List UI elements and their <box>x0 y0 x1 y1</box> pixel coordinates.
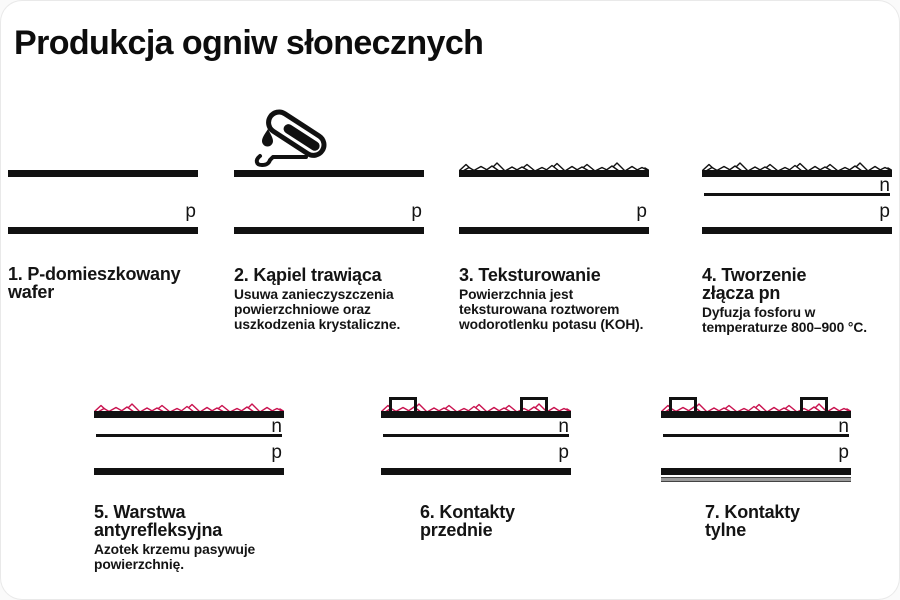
step-4-diagram: n p <box>702 170 892 242</box>
front-contact-icon <box>389 397 417 412</box>
step-3-diagram: p <box>459 170 649 242</box>
layer-label-p: p <box>558 442 569 463</box>
layer-label-p: p <box>185 201 196 222</box>
layer-label-n: n <box>271 416 282 437</box>
wafer-top-bar <box>94 411 284 418</box>
layer-label-p: p <box>271 442 282 463</box>
step-5-heading: 5. Warstwa antyrefleksyjna <box>94 502 223 540</box>
step-2-description: Usuwa zanieczyszczenia powierzchniowe or… <box>234 287 401 332</box>
wafer-bottom-bar <box>661 468 851 475</box>
pn-junction-line <box>704 193 890 196</box>
step-4-heading: 4. Tworzenie złącza pn <box>702 265 807 303</box>
pn-junction-line <box>383 434 569 437</box>
step-7-heading: 7. Kontakty tylne <box>705 502 800 540</box>
step-7-caption: 7. Kontakty tylne <box>705 503 830 542</box>
step-4-caption: 4. Tworzenie złącza pn Dyfuzja fosforu w… <box>702 266 897 335</box>
step-2-caption: 2. Kąpiel trawiąca Usuwa zanieczyszczeni… <box>234 266 429 332</box>
wafer-bottom-bar <box>94 468 284 475</box>
wafer-bottom-bar <box>459 227 649 234</box>
wafer-bottom-bar <box>381 468 571 475</box>
layer-label-p: p <box>411 201 422 222</box>
step-2-heading: 2. Kąpiel trawiąca <box>234 265 382 285</box>
layer-label-p: p <box>838 442 849 463</box>
wafer-bottom-bar <box>8 227 198 234</box>
front-contact-icon <box>669 397 697 412</box>
step-5-diagram: n p <box>94 411 284 483</box>
wafer-top-bar <box>459 170 649 177</box>
pn-junction-line <box>96 434 282 437</box>
wafer-bottom-bar <box>702 227 892 234</box>
step-2-diagram: p <box>234 109 424 242</box>
test-tube-icon <box>254 109 327 167</box>
wafer-top-bar <box>661 411 851 418</box>
step-6-diagram: n p <box>381 397 571 483</box>
step-3-description: Powierzchnia jest teksturowana roztworem… <box>459 287 644 332</box>
step-7-diagram: n p <box>661 397 851 483</box>
layer-label-n: n <box>838 416 849 437</box>
wafer-top-bar <box>381 411 571 418</box>
step-1-diagram: p <box>8 170 198 242</box>
step-6-heading: 6. Kontakty przednie <box>420 502 515 540</box>
step-5-description: Azotek krzemu pasywuje powierzchnię. <box>94 542 256 572</box>
front-contact-icon <box>520 397 548 412</box>
back-contact-layer <box>661 477 851 482</box>
wafer-top-bar <box>8 170 198 177</box>
step-6-caption: 6. Kontakty przednie <box>420 503 545 542</box>
wafer-bottom-bar <box>234 227 424 234</box>
layer-label-n: n <box>558 416 569 437</box>
pn-junction-line <box>663 434 849 437</box>
layer-label-n: n <box>879 175 890 196</box>
step-4-description: Dyfuzja fosforu w temperaturze 800–900 °… <box>702 305 867 335</box>
layer-label-p: p <box>636 201 647 222</box>
page-title: Produkcja ogniw słonecznych <box>14 24 484 62</box>
front-contact-icon <box>800 397 828 412</box>
wafer-top-bar <box>702 170 892 177</box>
step-3-heading: 3. Teksturowanie <box>459 265 601 285</box>
step-1-heading: 1. P-domieszkowany wafer <box>8 264 181 302</box>
layer-label-p: p <box>879 201 890 222</box>
step-3-caption: 3. Teksturowanie Powierzchnia jest tekst… <box>459 266 659 332</box>
step-1-caption: 1. P-domieszkowany wafer <box>8 265 203 304</box>
step-5-caption: 5. Warstwa antyrefleksyjna Azotek krzemu… <box>94 503 264 572</box>
wafer-top-bar <box>234 170 424 177</box>
